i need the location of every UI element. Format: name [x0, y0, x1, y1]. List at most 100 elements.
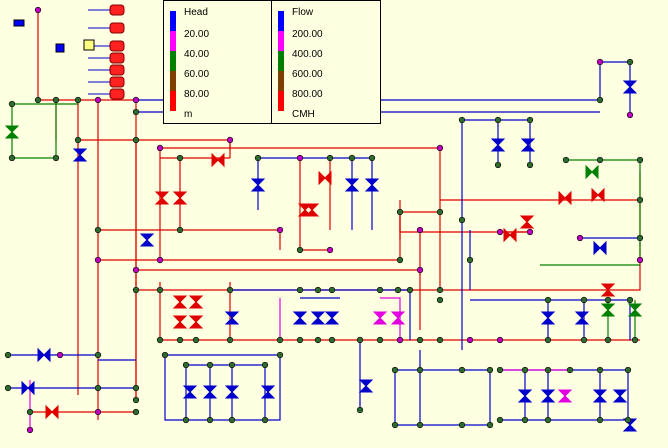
junction-node: [226, 336, 234, 344]
valve-icon: [45, 404, 59, 420]
valve-icon: [154, 191, 170, 205]
valve-icon: [593, 240, 607, 256]
junction-node: [436, 208, 444, 216]
pump-layer: [13, 4, 125, 100]
pipe: [11, 104, 56, 159]
flow-color-bar-4: [278, 71, 284, 91]
junction-node: [94, 96, 102, 104]
valve-icon: [260, 385, 276, 399]
reservoir-icon: [83, 39, 95, 51]
junction-node: [596, 96, 604, 104]
tank-icon: [13, 19, 25, 27]
head-legend-item: 80.00: [184, 89, 210, 100]
junction-node: [494, 116, 502, 124]
junction-node: [596, 416, 604, 424]
junction-node: [4, 384, 12, 392]
junction-node: [206, 361, 214, 369]
junction-node: [276, 336, 284, 344]
valve-layer: [4, 80, 643, 432]
junction-node: [228, 361, 236, 369]
junction-node: [192, 336, 200, 344]
junction-node: [580, 296, 588, 304]
junction-node: [636, 156, 644, 164]
valve-icon: [364, 178, 380, 192]
junction-node: [56, 351, 64, 359]
junction-node: [161, 351, 169, 359]
junction-node: [496, 366, 504, 374]
junction-node: [626, 58, 634, 66]
junction-node: [328, 336, 336, 344]
junction-node: [436, 144, 444, 152]
junction-node: [562, 156, 570, 164]
junction-node: [406, 286, 414, 294]
junction-node: [94, 384, 102, 392]
head-color-bar-1: [170, 11, 176, 31]
valve-icon: [622, 80, 638, 94]
junction-node: [391, 421, 399, 429]
junction-node: [8, 154, 16, 162]
flow-legend-title: Flow: [292, 7, 314, 18]
valve-icon: [4, 125, 20, 139]
junction-node: [396, 208, 404, 216]
junction-node: [328, 286, 336, 294]
junction-node: [26, 408, 34, 416]
junction-node: [4, 351, 12, 359]
junction-node: [631, 336, 639, 344]
junction-node: [52, 96, 60, 104]
junction-node: [182, 361, 190, 369]
junction-node: [314, 336, 322, 344]
valve-icon: [585, 164, 599, 180]
junction-node: [132, 384, 140, 392]
junction-node: [156, 144, 164, 152]
junction-node: [521, 366, 529, 374]
pipe: [98, 229, 281, 250]
junction-node: [156, 336, 164, 344]
junction-node: [176, 154, 184, 162]
junction-node: [156, 286, 164, 294]
valve-icon: [490, 138, 506, 152]
junction-node: [182, 416, 190, 424]
legend-divider: [271, 1, 272, 123]
valve-icon: [172, 191, 188, 205]
junction-node: [458, 366, 466, 374]
junction-node: [458, 216, 466, 224]
valve-icon: [172, 315, 188, 329]
junction-node: [296, 336, 304, 344]
junction-node: [596, 156, 604, 164]
junction-node: [261, 416, 269, 424]
junction-node: [314, 286, 322, 294]
flow-color-bar-1: [278, 11, 284, 31]
pump-icon: [109, 64, 125, 76]
junction-node: [624, 416, 632, 424]
junction-node: [296, 286, 304, 294]
valve-icon: [182, 385, 198, 399]
head-legend-item: 20.00: [184, 29, 210, 40]
junction-node: [494, 161, 502, 169]
junction-node: [626, 111, 634, 119]
junction-node: [376, 286, 384, 294]
flow-color-bar-3: [278, 51, 284, 71]
junction-node: [466, 256, 474, 264]
junction-node: [626, 296, 634, 304]
junction-node: [521, 416, 529, 424]
junction-node: [356, 406, 364, 414]
junction-node: [458, 421, 466, 429]
valve-icon: [574, 311, 590, 325]
valve-icon: [211, 152, 225, 168]
junction-node: [636, 234, 644, 242]
pump-icon: [109, 76, 125, 88]
pipe: [136, 172, 641, 291]
junction-node: [496, 336, 504, 344]
junction-node: [416, 336, 424, 344]
junction-node: [132, 96, 140, 104]
junction-node: [376, 336, 384, 344]
valve-icon: [372, 311, 388, 325]
junction-node: [176, 226, 184, 234]
head-legend-item: 60.00: [184, 69, 210, 80]
junction-node: [52, 154, 60, 162]
junction-node: [132, 408, 140, 416]
head-legend-item: 40.00: [184, 49, 210, 60]
valve-icon: [139, 233, 155, 247]
valve-icon: [540, 311, 556, 325]
